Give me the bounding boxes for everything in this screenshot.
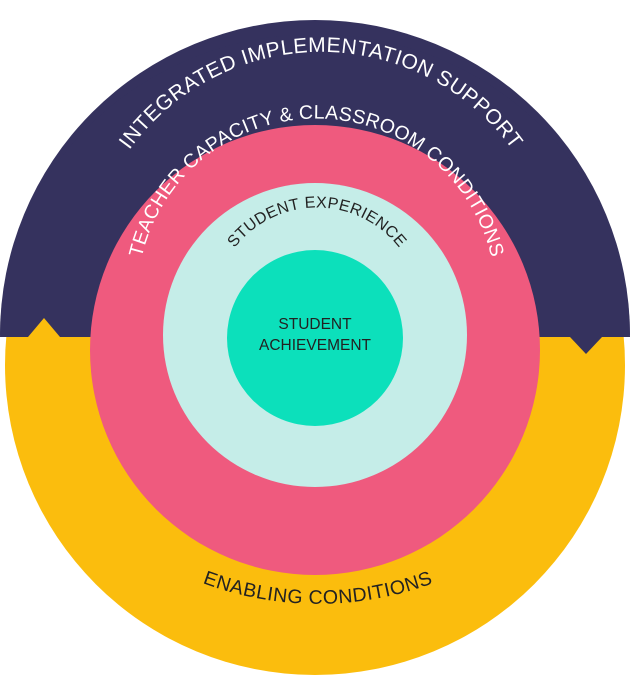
divider-notch-right	[570, 337, 602, 354]
label-student: STUDENT	[278, 316, 352, 333]
label-achievement: ACHIEVEMENT	[259, 337, 371, 354]
center-disc	[227, 250, 403, 426]
divider-notch-left	[28, 318, 60, 337]
